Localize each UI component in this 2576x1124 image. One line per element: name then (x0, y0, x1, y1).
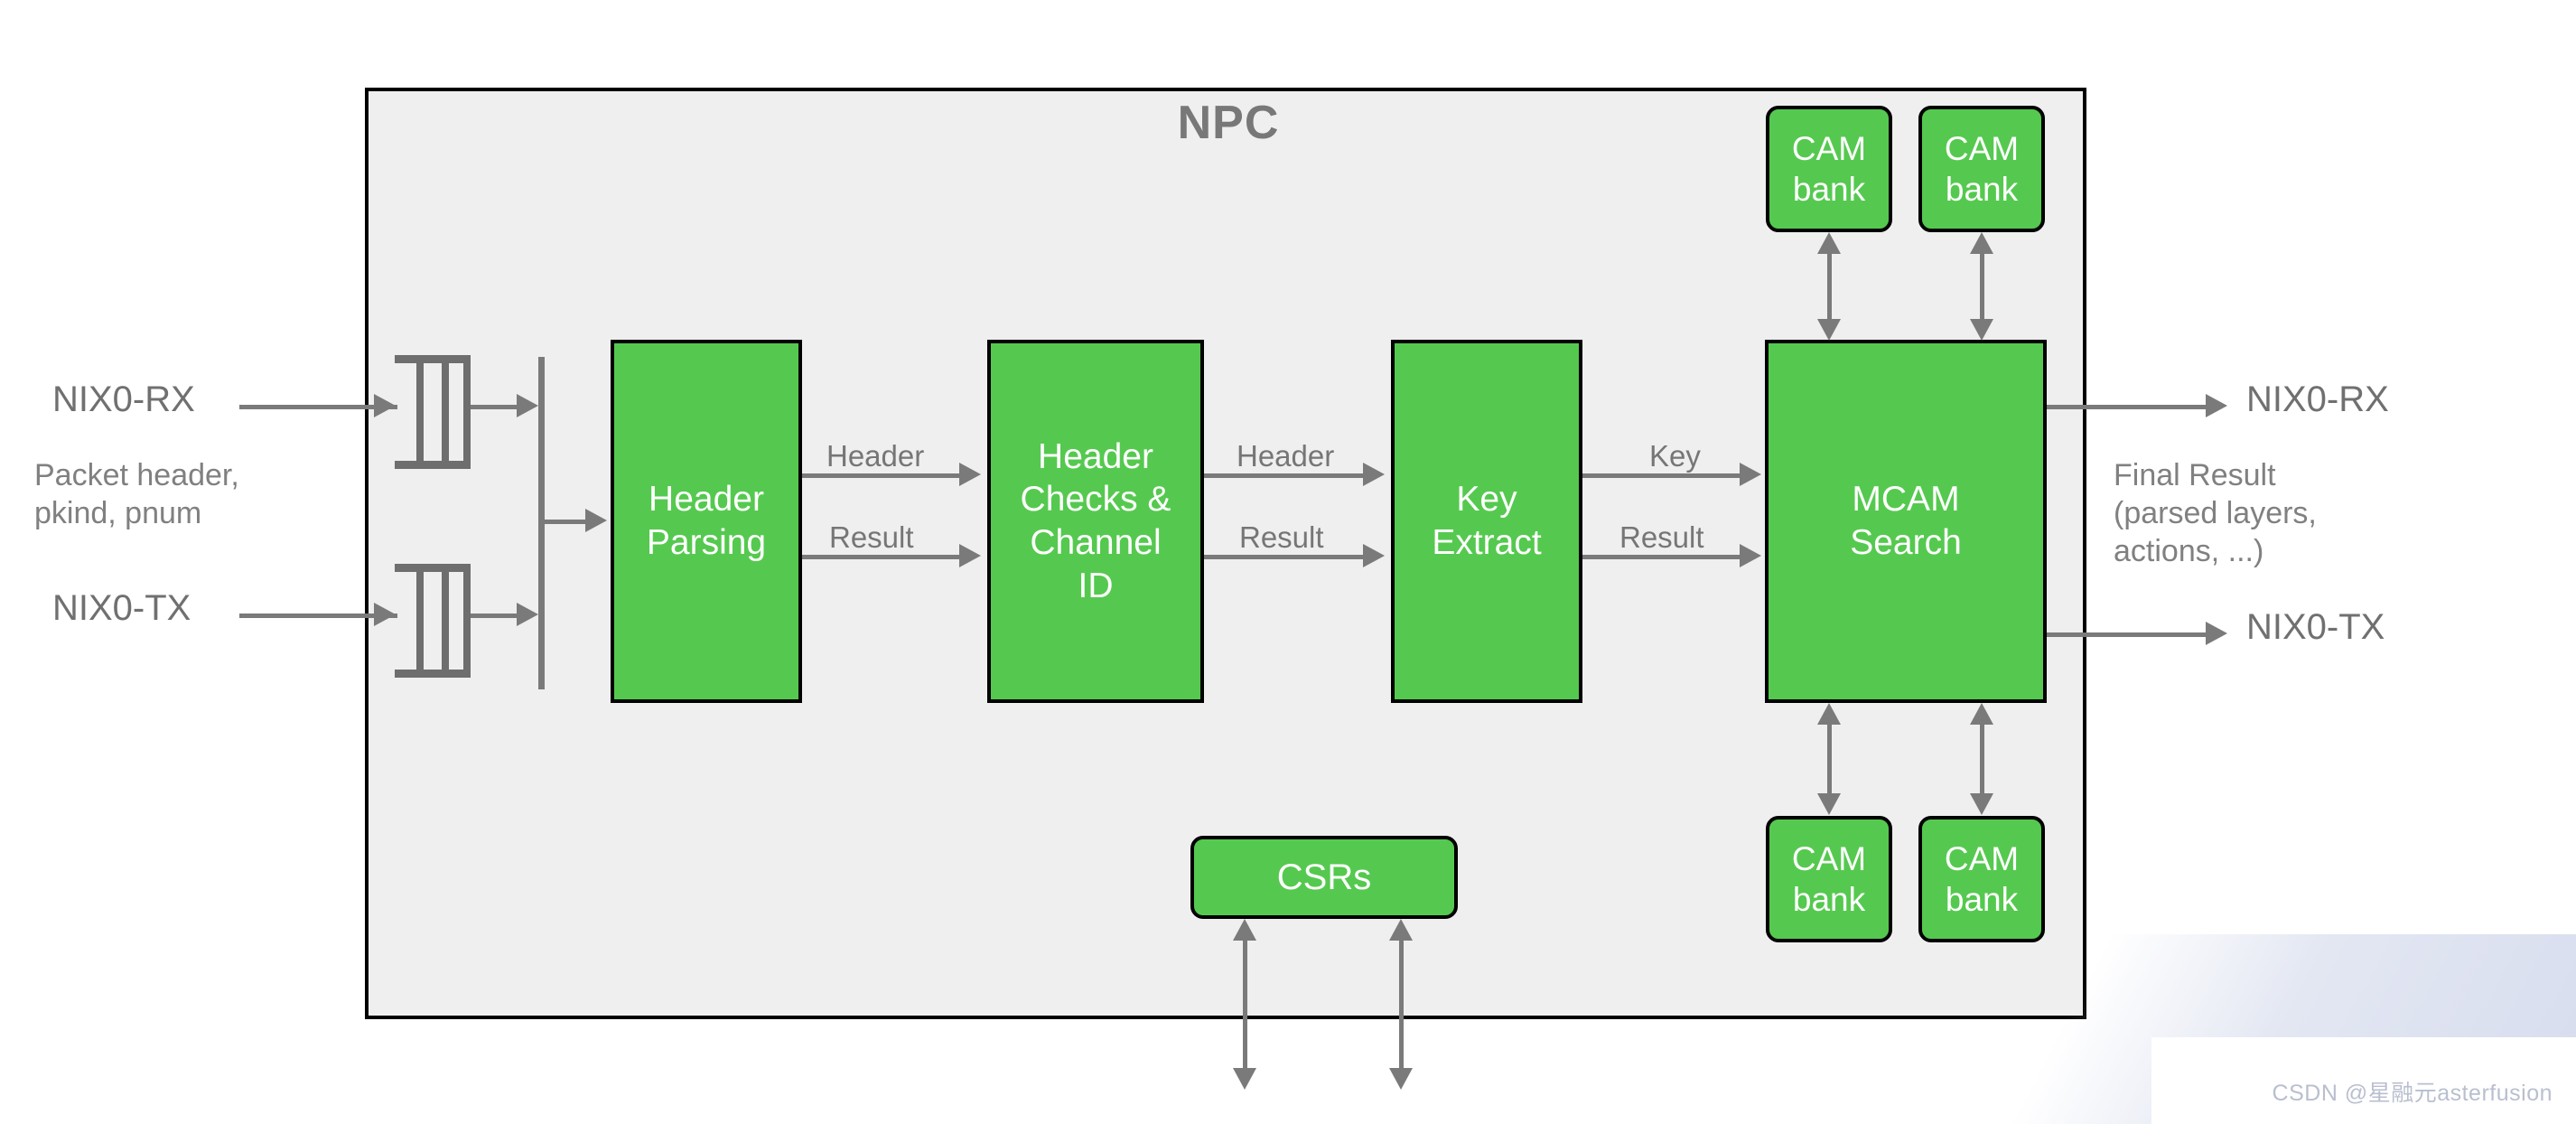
csr-right-arrow-down (1389, 1068, 1413, 1090)
cam-bottom-left-arrow-down (1817, 793, 1841, 815)
input-note: Packet header, pkind, pnum (34, 458, 239, 531)
input-tx-line (239, 614, 397, 618)
fifo-buffer-tx-icon (395, 564, 471, 678)
fifo-divider-3 (463, 355, 471, 469)
page-title: NPC (1177, 97, 1280, 149)
block-cam-bank-top-left[interactable]: CAM bank (1766, 106, 1892, 232)
fifo-divider-2 (442, 564, 449, 678)
fifo-tx-to-bus-line (471, 614, 523, 618)
input-merge-bus (538, 357, 545, 689)
cam-top-right-arrow-down (1970, 319, 1993, 341)
arrowhead-result-3 (1740, 544, 1761, 567)
input-label-nix0-tx: NIX0-TX (52, 588, 191, 628)
bus-to-header-parsing-arrowhead (585, 509, 607, 532)
flow-label-key: Key (1649, 439, 1701, 473)
block-mcam-search[interactable]: MCAM Search (1765, 340, 2047, 703)
line-result-2 (1204, 555, 1368, 559)
cam-top-right-link-line (1980, 248, 1984, 326)
csr-left-arrow-down (1233, 1068, 1256, 1090)
block-cam-bank-bottom-right[interactable]: CAM bank (1918, 816, 2045, 942)
flow-label-header-1: Header (826, 439, 925, 473)
watermark-text: CSDN @星融元asterfusion (2272, 1081, 2553, 1106)
cam-bottom-left-link-line (1827, 723, 1832, 799)
block-header-checks-channel-id[interactable]: Header Checks & Channel ID (987, 340, 1204, 703)
flow-label-header-2: Header (1237, 439, 1335, 473)
cam-top-left-link-line (1827, 248, 1832, 326)
line-header-2 (1204, 473, 1368, 478)
fifo-bottom-bar (395, 461, 471, 469)
output-note: Final Result (parsed layers, actions, ..… (2114, 458, 2317, 569)
csr-right-arrow-up (1389, 919, 1413, 941)
output-rx-arrowhead (2206, 394, 2227, 417)
fifo-divider-2 (442, 355, 449, 469)
fifo-divider-3 (463, 564, 471, 678)
fifo-bottom-bar (395, 670, 471, 678)
fifo-rx-to-bus-line (471, 405, 523, 409)
input-rx-arrowhead (374, 394, 396, 417)
cam-bottom-right-link-line (1980, 723, 1984, 799)
cam-top-right-arrow-up (1970, 232, 1993, 254)
block-key-extract[interactable]: Key Extract (1391, 340, 1582, 703)
input-label-nix0-rx: NIX0-RX (52, 379, 195, 419)
line-key (1582, 473, 1745, 478)
block-cam-bank-bottom-left[interactable]: CAM bank (1766, 816, 1892, 942)
fifo-divider-1 (416, 355, 424, 469)
flow-label-result-2: Result (1239, 520, 1324, 554)
fifo-rx-to-bus-arrowhead (517, 394, 538, 417)
arrowhead-header-2 (1363, 463, 1385, 486)
fifo-top-bar (395, 564, 471, 572)
block-csrs[interactable]: CSRs (1190, 836, 1458, 919)
output-label-nix0-rx: NIX0-RX (2246, 379, 2389, 419)
csr-left-arrow-up (1233, 919, 1256, 941)
flow-label-result-1: Result (829, 520, 914, 554)
arrowhead-result-2 (1363, 544, 1385, 567)
cam-bottom-left-arrow-up (1817, 703, 1841, 725)
arrowhead-result-1 (959, 544, 981, 567)
output-label-nix0-tx: NIX0-TX (2246, 607, 2385, 647)
input-tx-arrowhead (374, 603, 396, 626)
csr-link-line-right (1399, 935, 1404, 1075)
flow-label-result-3: Result (1619, 520, 1704, 554)
fifo-buffer-rx-icon (395, 355, 471, 469)
output-tx-line (2047, 632, 2211, 637)
input-rx-line (239, 405, 397, 409)
cam-bottom-right-arrow-down (1970, 793, 1993, 815)
fifo-top-bar (395, 355, 471, 363)
line-result-3 (1582, 555, 1745, 559)
fifo-tx-to-bus-arrowhead (517, 603, 538, 626)
cam-top-left-arrow-up (1817, 232, 1841, 254)
fifo-divider-1 (416, 564, 424, 678)
cam-bottom-right-arrow-up (1970, 703, 1993, 725)
arrowhead-key (1740, 463, 1761, 486)
line-header-1 (802, 473, 965, 478)
output-tx-arrowhead (2206, 622, 2227, 645)
bus-to-header-parsing-line (545, 520, 590, 524)
arrowhead-header-1 (959, 463, 981, 486)
block-cam-bank-top-right[interactable]: CAM bank (1918, 106, 2045, 232)
output-rx-line (2047, 405, 2211, 409)
csr-link-line-left (1243, 935, 1247, 1075)
cam-top-left-arrow-down (1817, 319, 1841, 341)
block-header-parsing[interactable]: Header Parsing (611, 340, 802, 703)
line-result-1 (802, 555, 965, 559)
